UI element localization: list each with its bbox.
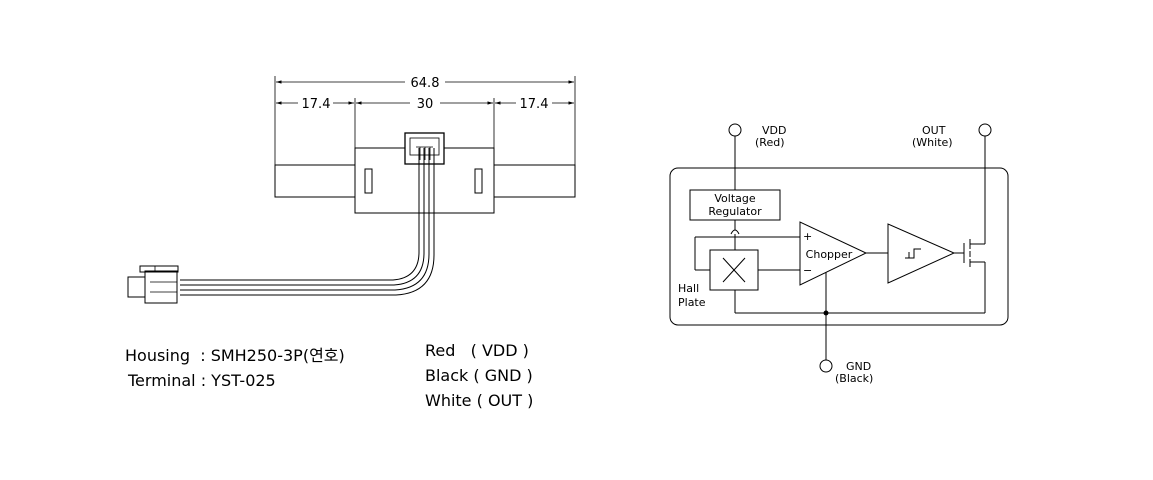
extension-lines [274,76,576,165]
left-slot [364,168,373,194]
gnd-color-label: (Black) [835,372,873,385]
schmitt-trigger [887,223,956,284]
wire-black-label: Black ( GND ) [425,366,533,385]
gnd-terminal [819,359,833,373]
dimension-right-label: 17.4 [520,97,549,112]
wire-red-label: Red ( VDD ) [425,341,529,360]
dimension-left-label: 17.4 [302,97,331,112]
cable [180,148,435,296]
hall-plate [709,249,759,291]
vdd-color-label: (Red) [755,136,784,149]
dimension-center-label: 30 [417,97,434,112]
dimension-left: 17.4 [276,97,354,112]
housing-spec: Housing : SMH250-3P(연호) [125,346,345,365]
end-connector [127,265,179,304]
vdd-label: VDD [762,124,786,137]
hall-label-line1: Hall [678,282,699,295]
dimension-overall-label: 64.8 [411,76,440,91]
dimension-center: 30 [356,97,493,112]
out-label: OUT [922,124,946,137]
chopper-plus: + [803,230,812,243]
schematic: VDD (Red) OUT (White) GND (Black) Voltag… [669,123,1009,385]
mechanical-drawing: 64.8 17.4 30 17.4 [125,76,576,410]
regulator-label-line2: Regulator [708,205,762,218]
chopper-label: Chopper [806,248,853,261]
dimension-overall: 64.8 [276,76,574,91]
sensor-body [274,132,576,214]
gnd-label: GND [846,360,871,373]
vdd-terminal [728,123,742,137]
terminal-spec: Terminal : YST-025 [127,371,276,390]
right-slot [474,168,483,194]
dimension-right: 17.4 [495,97,574,112]
out-color-label: (White) [912,136,953,149]
output-transistor [963,239,985,267]
chopper-minus: − [803,264,812,277]
regulator-label-line1: Voltage [714,192,755,205]
package-outline [669,167,1009,326]
chopper-amplifier [799,221,868,286]
hall-label-line2: Plate [678,296,706,309]
out-terminal [978,123,992,137]
wire-white-label: White ( OUT ) [425,391,533,410]
schmitt-icon [905,248,921,259]
